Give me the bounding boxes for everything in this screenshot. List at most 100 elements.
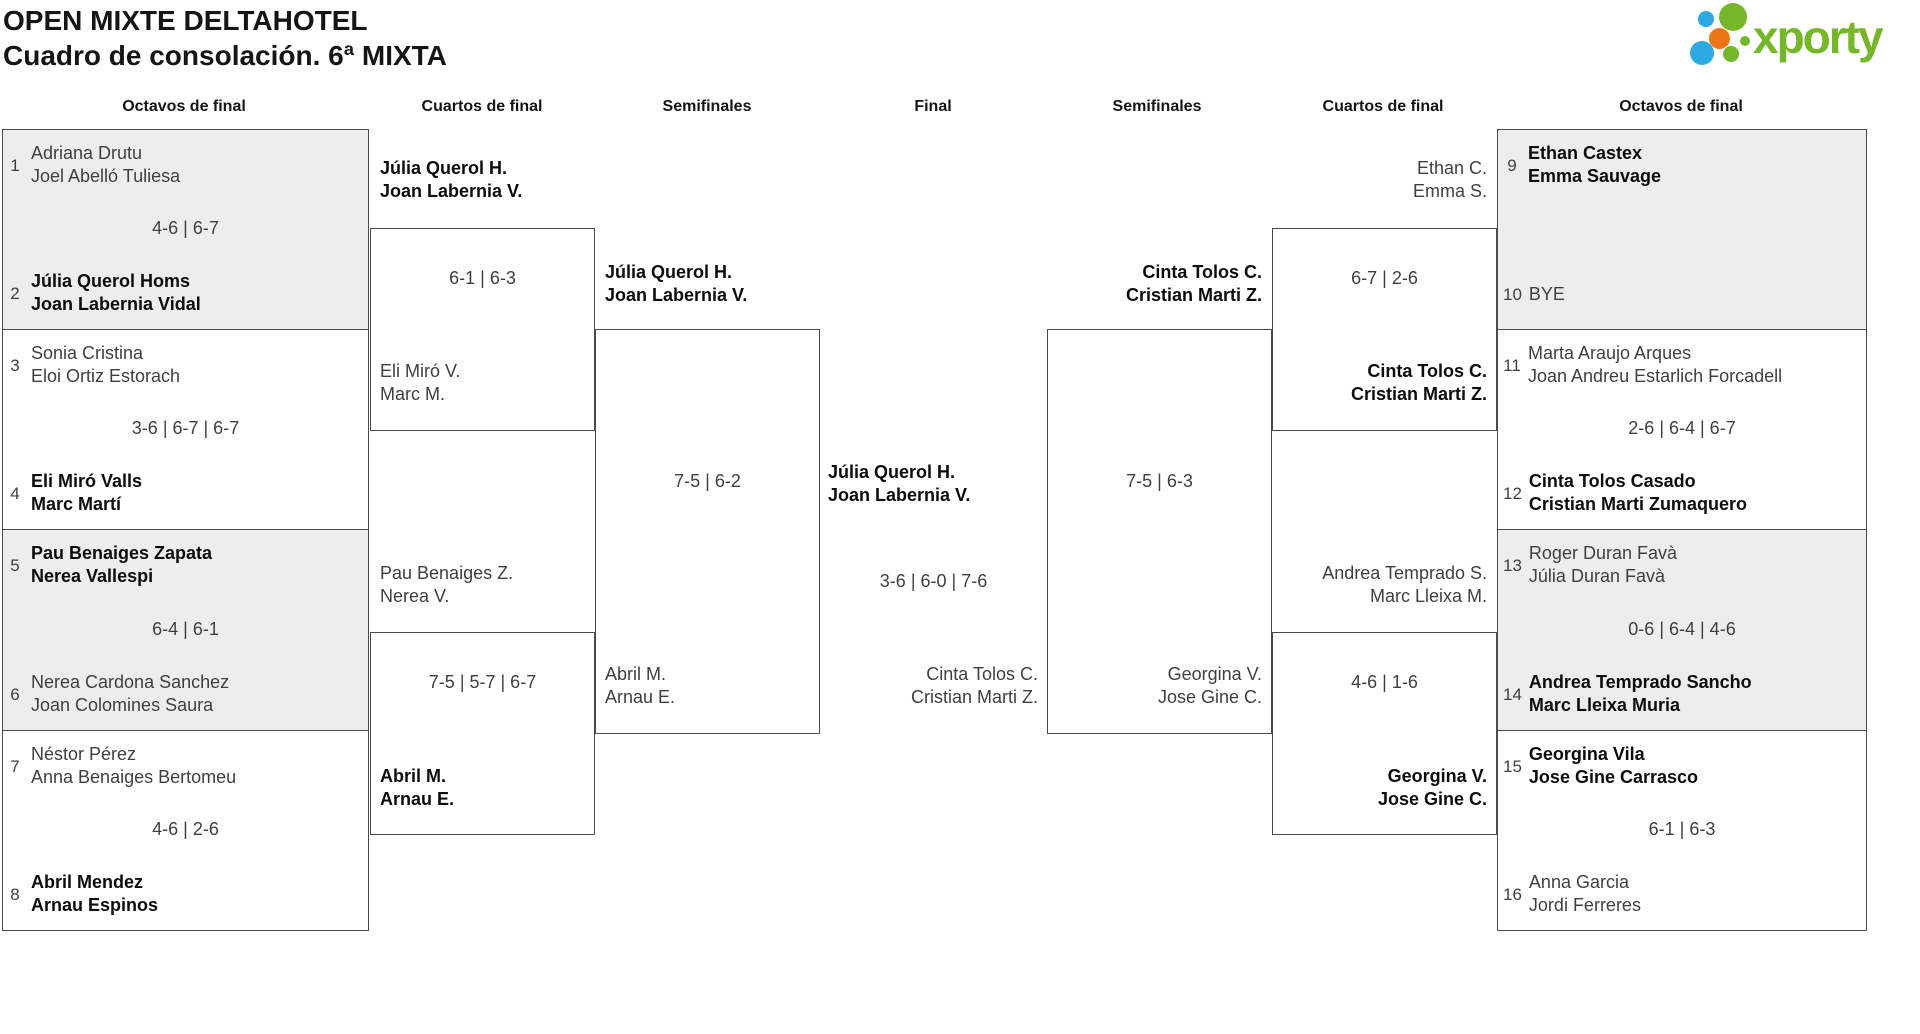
player-name: Cristian Marti Z. (910, 687, 1038, 707)
player-name: Abril Mendez (31, 872, 144, 892)
sf-left-team-bottom: Abril M. Arnau E. (605, 663, 675, 709)
player-name: Ethan C. (1416, 158, 1487, 178)
qf-left-2-box (370, 632, 595, 835)
team-names: Ethan C. Emma S. (1413, 157, 1487, 203)
qf-left-1-score: 6-1 | 6-3 (449, 268, 516, 288)
qf-right-2-box (1272, 632, 1497, 835)
team-names: Ethan Castex Emma Sauvage (1528, 142, 1661, 188)
team-names: Júlia Querol H. Joan Labernia V. (605, 261, 747, 307)
player-name: Emma Sauvage (1528, 166, 1662, 186)
player-name: Joel Abelló Tuliesa (31, 166, 181, 186)
player-name: Andrea Temprado S. (1322, 563, 1487, 583)
team-names: Marta Araujo Arques Joan Andreu Estarlic… (1528, 342, 1782, 388)
player-name: Roger Duran Favà (1528, 543, 1677, 563)
logo-dot-icon (1709, 28, 1730, 49)
player-name: Eli Miró Valls (31, 471, 143, 491)
round-header-semis-right: Semifinales (1112, 98, 1202, 115)
team-names: Eli Miró Valls Marc Martí (31, 470, 142, 516)
team-names: Néstor Pérez Anna Benaiges Bertomeu (31, 743, 236, 789)
seed-number: 13 (1503, 555, 1522, 575)
player-name: Abril M. (380, 766, 446, 786)
team-entry-seed-3: 3 Sonia Cristina Eloi Ortiz Estorach (6, 342, 180, 388)
sf-left-team-top: Júlia Querol H. Joan Labernia V. (605, 261, 747, 307)
player-name: Jose Gine C. (1377, 789, 1487, 809)
player-name: Joan Labernia V. (380, 181, 523, 201)
match-box-9v10 (1497, 129, 1867, 330)
match-score-3v4: 3-6 | 6-7 | 6-7 (131, 418, 240, 438)
player-name: Ethan Castex (1528, 143, 1643, 163)
team-names: Andrea Temprado Sancho Marc Lleixa Muria (1529, 671, 1752, 717)
team-names: Roger Duran Favà Júlia Duran Favà (1529, 542, 1677, 588)
logo-brand-text: xporty (1753, 11, 1884, 63)
player-name: Cristian Marti Zumaquero (1528, 494, 1747, 514)
player-name: Andrea Temprado Sancho (1528, 672, 1752, 692)
team-entry-seed-11: 11 Marta Araujo Arques Joan Andreu Estar… (1503, 342, 1782, 388)
player-name: Eli Miró V. (380, 361, 461, 381)
player-name: Jose Gine Carrasco (1528, 767, 1699, 787)
logo-dot-icon (1690, 41, 1714, 65)
team-names: Júlia Querol H. Joan Labernia V. (380, 157, 522, 203)
team-names: Georgina Vila Jose Gine Carrasco (1529, 743, 1698, 789)
logo-dot-icon (1723, 46, 1739, 62)
match-box-1v2 (2, 129, 369, 330)
player-name: Nerea Vallespi (31, 566, 154, 586)
player-name: Arnau E. (605, 687, 676, 707)
team-entry-seed-9: 9 Ethan Castex Emma Sauvage (1503, 142, 1661, 188)
qf-right-2-team-top: Andrea Temprado S. Marc Lleixa M. (1322, 562, 1487, 608)
sf-right-box (1047, 329, 1272, 734)
player-name: Adriana Drutu (31, 143, 143, 163)
player-name: Júlia Querol H. (828, 462, 956, 482)
match-box-15v16 (1497, 730, 1867, 931)
final-team-winner: Júlia Querol H. Joan Labernia V. (828, 461, 970, 507)
round-header-octavos-right: Octavos de final (1619, 98, 1743, 115)
player-name: Joan Labernia V. (605, 285, 748, 305)
qf-left-1-box (370, 228, 595, 431)
player-name: Cristian Marti Z. (1350, 384, 1487, 404)
round-header-octavos-left: Octavos de final (122, 98, 246, 115)
player-name: Pau Benaiges Zapata (31, 543, 213, 563)
team-names: Georgina V. Jose Gine C. (1378, 765, 1487, 811)
team-entry-seed-8: 8 Abril Mendez Arnau Espinos (6, 871, 158, 917)
team-entry-seed-10-bye: 10 BYE (1503, 283, 1565, 306)
player-name: Néstor Pérez (31, 744, 137, 764)
seed-number: 12 (1503, 483, 1522, 503)
player-name: Georgina V. (1387, 766, 1487, 786)
match-box-11v12 (1497, 329, 1867, 530)
seed-number: 14 (1503, 684, 1522, 704)
seed-number: 1 (10, 155, 20, 175)
match-score-5v6: 6-4 | 6-1 (152, 619, 219, 639)
player-name: Eloi Ortiz Estorach (31, 366, 181, 386)
qf-left-1-team-bottom: Eli Miró V. Marc M. (380, 360, 460, 406)
player-name: Anna Benaiges Bertomeu (31, 767, 237, 787)
sf-right-score: 7-5 | 6-3 (1126, 471, 1193, 491)
team-names: Cinta Tolos C. Cristian Marti Z. (911, 663, 1038, 709)
player-name: Jose Gine C. (1157, 687, 1262, 707)
team-entry-seed-5: 5 Pau Benaiges Zapata Nerea Vallespi (6, 542, 212, 588)
player-name: Marta Araujo Arques (1528, 343, 1692, 363)
sf-right-team-bottom: Georgina V. Jose Gine C. (1158, 663, 1262, 709)
final-team-runnerup: Cinta Tolos C. Cristian Marti Z. (911, 663, 1038, 709)
team-names: Cinta Tolos C. Cristian Marti Z. (1351, 360, 1487, 406)
player-name: Marc Lleixa M. (1369, 586, 1487, 606)
player-name: Joan Colomines Saura (31, 695, 214, 715)
seed-number: 8 (10, 884, 20, 904)
player-name: Joan Labernia Vidal (31, 294, 201, 314)
team-names: Abril Mendez Arnau Espinos (31, 871, 158, 917)
seed-number: 16 (1503, 884, 1522, 904)
player-name: Sonia Cristina (31, 343, 144, 363)
team-names: Georgina V. Jose Gine C. (1158, 663, 1262, 709)
player-name: Júlia Querol H. (380, 158, 508, 178)
qf-left-2-team-top: Pau Benaiges Z. Nerea V. (380, 562, 513, 608)
player-name: Jordi Ferreres (1528, 895, 1641, 915)
qf-right-1-box (1272, 228, 1497, 431)
match-box-5v6 (2, 529, 369, 731)
player-name: Pau Benaiges Z. (380, 563, 514, 583)
final-score: 3-6 | 6-0 | 7-6 (879, 571, 988, 591)
player-name: Nerea V. (380, 586, 450, 606)
team-names: Adriana Drutu Joel Abelló Tuliesa (31, 142, 180, 188)
player-name: Cinta Tolos C. (1142, 262, 1262, 282)
sf-right-team-top: Cinta Tolos C. Cristian Marti Z. (1126, 261, 1262, 307)
player-name: Júlia Querol Homs (31, 271, 191, 291)
player-name: Marc Martí (31, 494, 122, 514)
team-entry-seed-4: 4 Eli Miró Valls Marc Martí (6, 470, 142, 516)
